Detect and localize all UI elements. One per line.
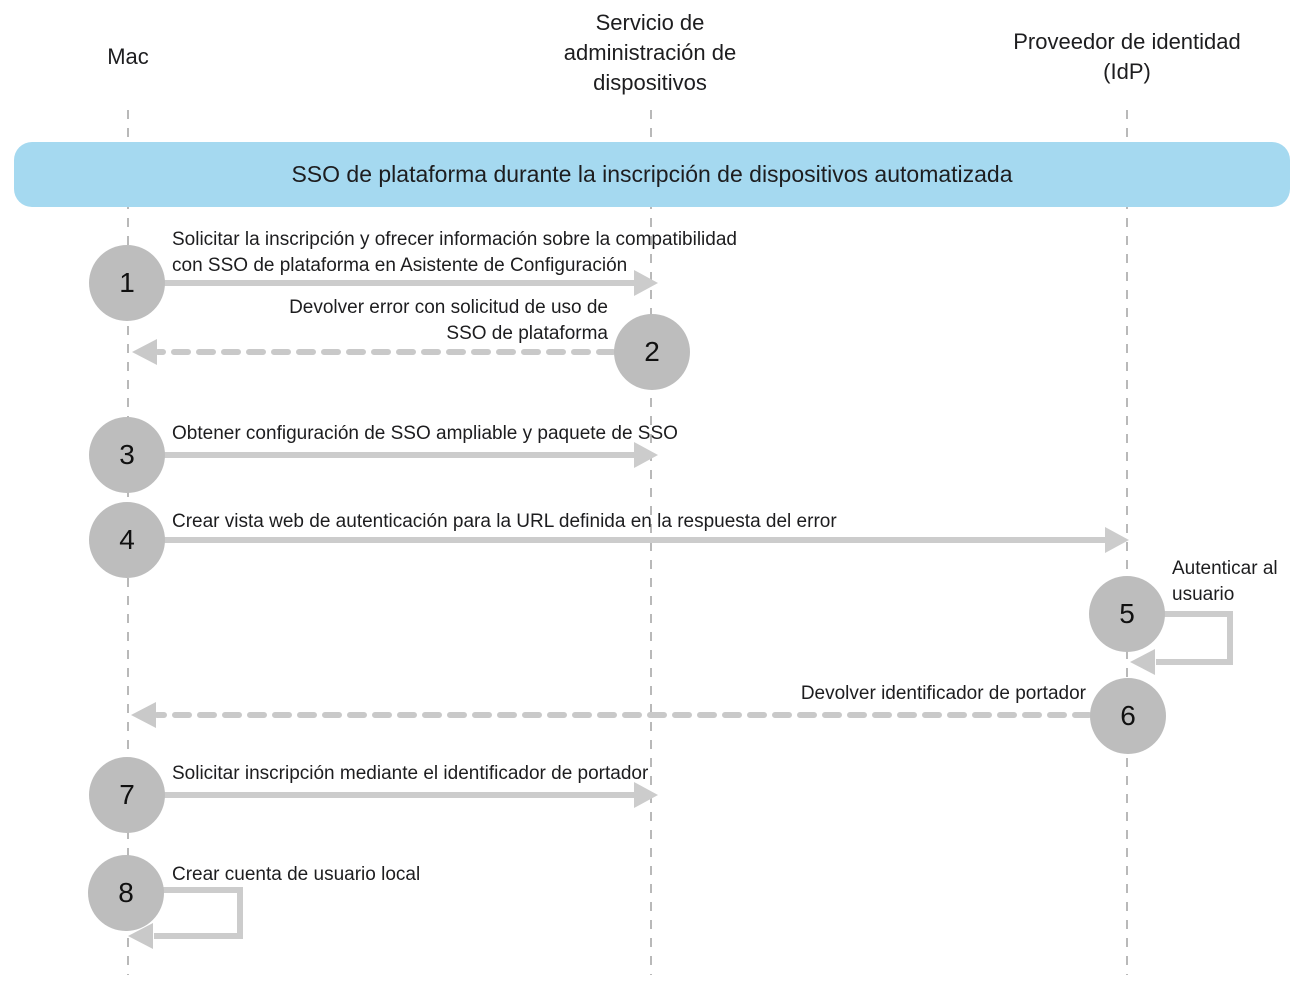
step-3-label: Obtener configuración de SSO ampliable y… (172, 423, 678, 444)
step-8-label: Crear cuenta de usuario local (172, 864, 421, 885)
step-2-label: Devolver error con solicitud de uso de S… (289, 297, 608, 344)
arrow-step-8-self-loop (128, 887, 243, 949)
arrowhead-left-icon (132, 339, 157, 365)
arrow-step-4 (163, 527, 1129, 553)
arrow-step-5-self-loop (1130, 611, 1233, 675)
step-5-number: 5 (1119, 598, 1135, 629)
arrowhead-left-icon (128, 923, 153, 949)
actor-label-mdm-service: Servicio de administración de dispositiv… (563, 10, 737, 95)
step-7-label: Solicitar inscripción mediante el identi… (172, 763, 649, 784)
actor-label-idp: Proveedor de identidad (IdP) (1013, 29, 1241, 84)
actor-label-mac: Mac (107, 44, 149, 69)
step-7-number: 7 (119, 779, 135, 810)
arrow-step-2 (132, 339, 616, 365)
step-3-badge: 3 (89, 417, 165, 493)
step-5-label: Autenticar al usuario (1172, 558, 1278, 605)
step-4-label: Crear vista web de autenticación para la… (172, 511, 837, 532)
step-6-number: 6 (1120, 700, 1136, 731)
arrowhead-right-icon (634, 270, 658, 296)
arrow-step-7 (163, 782, 658, 808)
arrow-step-6 (131, 702, 1092, 728)
step-6-label: Devolver identificador de portador (800, 683, 1086, 704)
step-4-number: 4 (119, 524, 135, 555)
step-2-number: 2 (644, 336, 660, 367)
step-1-badge: 1 (89, 245, 165, 321)
arrowhead-right-icon (1105, 527, 1129, 553)
arrowhead-right-icon (634, 782, 658, 808)
step-3-number: 3 (119, 439, 135, 470)
step-4-badge: 4 (89, 502, 165, 578)
arrowhead-left-icon (131, 702, 156, 728)
step-5-badge: 5 (1089, 576, 1165, 652)
arrow-step-1 (163, 270, 658, 296)
diagram-title: SSO de plataforma durante la inscripción… (291, 161, 1013, 187)
step-6-badge: 6 (1090, 678, 1166, 754)
arrowhead-right-icon (634, 442, 658, 468)
step-8-number: 8 (118, 877, 134, 908)
step-8-badge: 8 (88, 855, 164, 931)
step-1-number: 1 (119, 267, 135, 298)
step-7-badge: 7 (89, 757, 165, 833)
step-2-badge: 2 (614, 314, 690, 390)
step-1-label: Solicitar la inscripción y ofrecer infor… (172, 229, 737, 276)
diagram-title-banner: SSO de plataforma durante la inscripción… (14, 142, 1290, 207)
arrowhead-left-icon (1130, 649, 1155, 675)
arrow-step-3 (163, 442, 658, 468)
